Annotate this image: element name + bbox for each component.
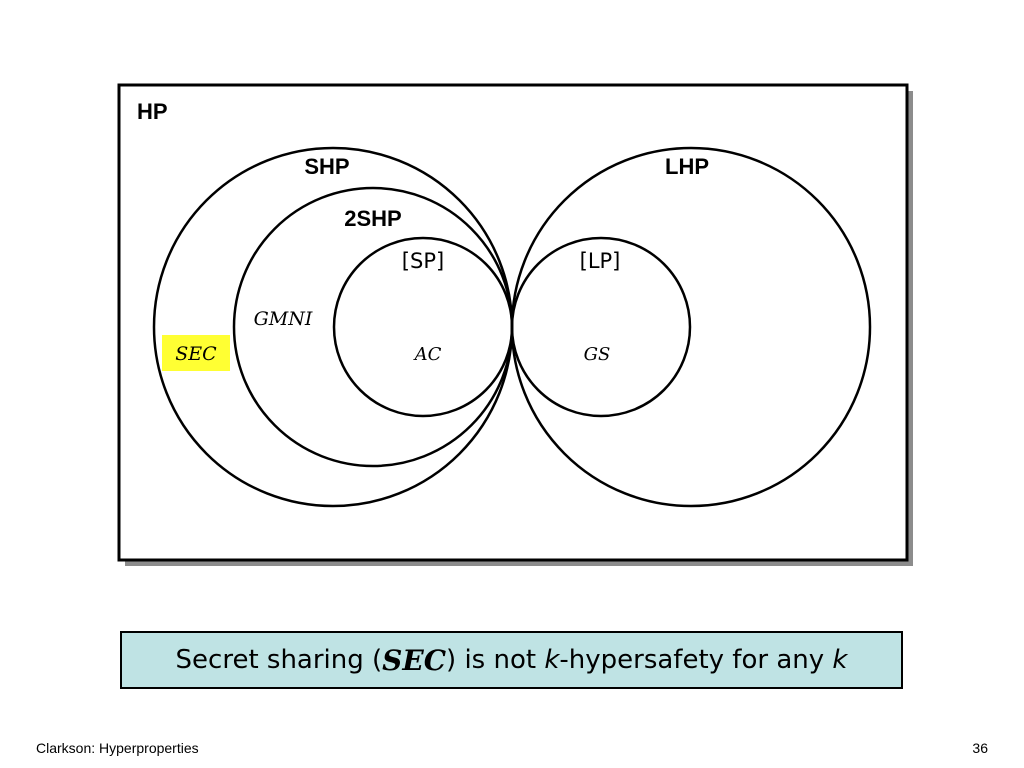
sp-label: [SP]: [402, 249, 444, 273]
lp-label: [LP]: [580, 249, 621, 273]
lhp-label: LHP: [665, 154, 709, 179]
twoshp-label: 2SHP: [344, 206, 401, 231]
caption-k2: k: [832, 645, 848, 675]
caption-part1: Secret sharing (: [175, 645, 383, 675]
sec-label: SEC: [175, 343, 217, 365]
lp-circle: [510, 236, 692, 418]
shp-label: SHP: [304, 154, 349, 179]
ac-label: AC: [413, 344, 442, 365]
gmni-label: GMNI: [254, 308, 313, 330]
footer-author-title: Clarkson: Hyperproperties: [36, 740, 199, 756]
caption-box: Secret sharing (SEC) is not k-hypersafet…: [120, 631, 903, 689]
sec-highlight: [162, 335, 230, 371]
gs-label: GS: [584, 344, 611, 365]
caption-k1: k: [544, 645, 560, 675]
footer-page-number: 36: [972, 740, 988, 756]
caption-sec: SEC: [382, 643, 447, 677]
hp-label: HP: [137, 99, 168, 124]
caption-part3: -hypersafety for any: [559, 645, 833, 675]
caption-part2: ) is not: [446, 645, 545, 675]
